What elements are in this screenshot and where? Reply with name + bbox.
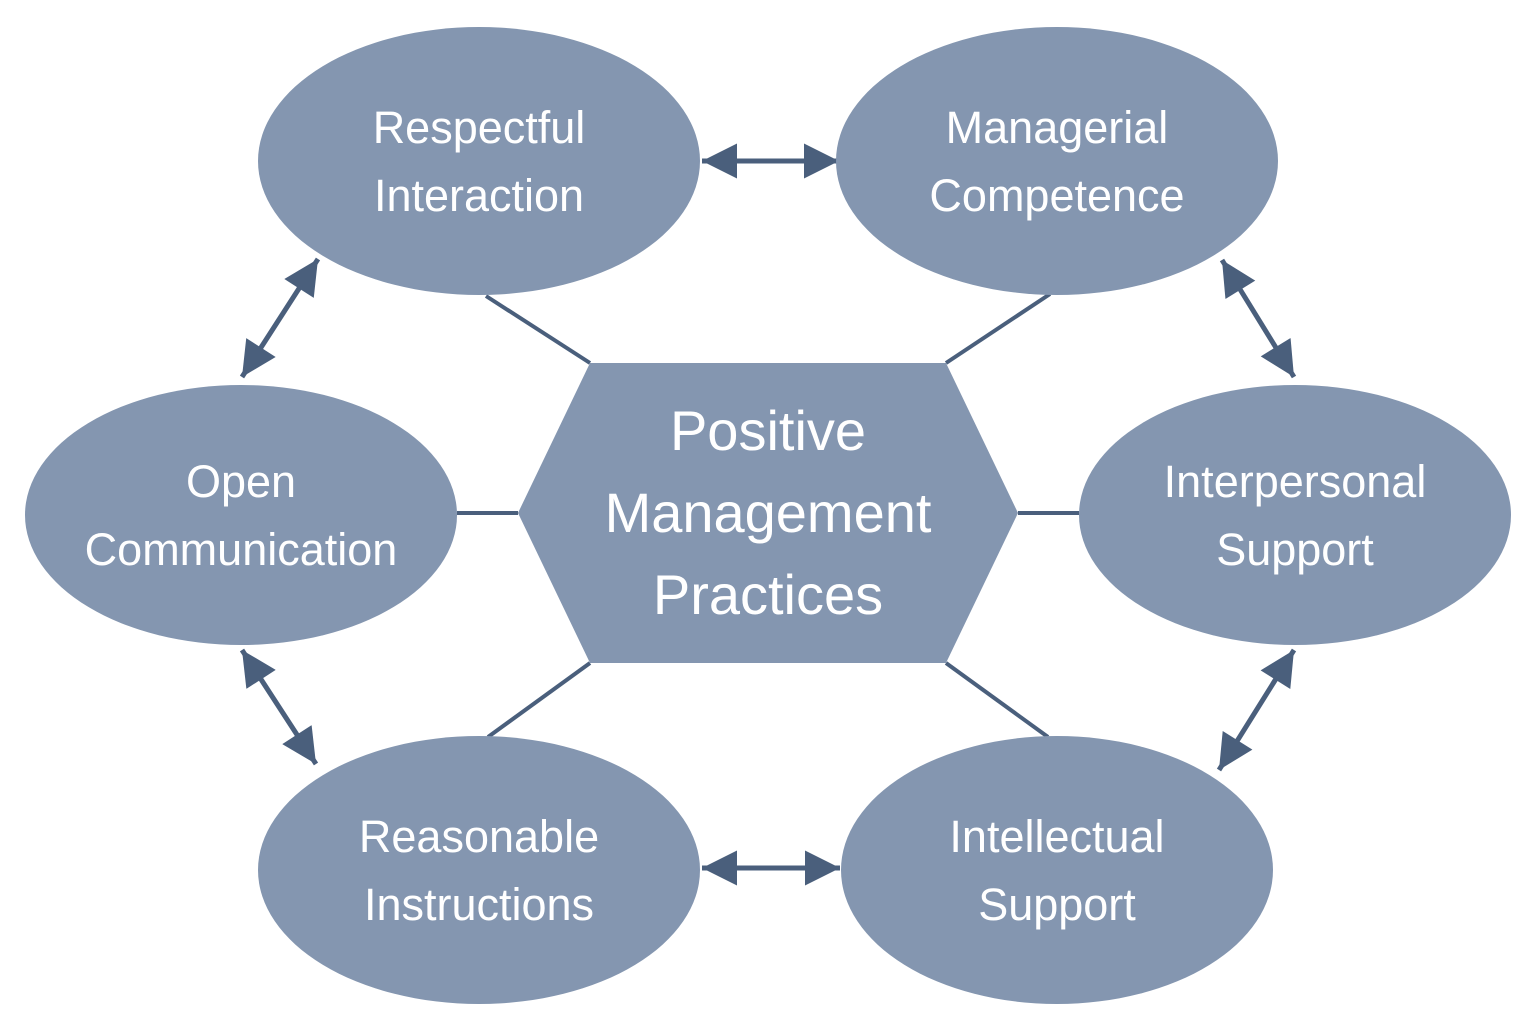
- node-label-line: Support: [1216, 524, 1374, 575]
- ellipse-shape: [258, 736, 700, 1004]
- hub-link-reasonable-instructions: [486, 661, 592, 739]
- node-label-line: Interpersonal: [1164, 456, 1427, 507]
- hub-link-respectful-interaction: [484, 294, 592, 365]
- arrow-interpersonal-intellectual: [1216, 648, 1297, 772]
- node-label-line: Competence: [929, 170, 1184, 221]
- center-label-line: Management: [605, 481, 932, 544]
- center-node-positive-management-practices: Positive Management Practices: [518, 363, 1018, 663]
- center-label-line: Practices: [653, 563, 883, 626]
- center-label-line: Positive: [670, 399, 866, 462]
- ring-arrows: [239, 143, 1297, 886]
- hub-link-managerial-competence: [944, 292, 1052, 365]
- node-open-communication: Open Communication: [25, 385, 457, 645]
- hub-link-intellectual-support: [944, 661, 1050, 739]
- node-interpersonal-support: Interpersonal Support: [1079, 385, 1511, 645]
- node-label-line: Communication: [85, 524, 398, 575]
- node-respectful-interaction: Respectful Interaction: [258, 27, 700, 295]
- hexagon-shape: [518, 363, 1018, 663]
- ellipse-shape: [25, 385, 457, 645]
- node-label-line: Intellectual: [949, 811, 1164, 862]
- node-label-line: Support: [978, 879, 1136, 930]
- hub-connector-lines: [457, 292, 1079, 739]
- node-label-line: Open: [186, 456, 296, 507]
- ellipse-shape: [258, 27, 700, 295]
- node-label-line: Interaction: [374, 170, 584, 221]
- ellipse-shape: [836, 27, 1278, 295]
- node-reasonable-instructions: Reasonable Instructions: [258, 736, 700, 1004]
- node-label-line: Managerial: [946, 102, 1169, 153]
- arrow-managerial-interpersonal: [1219, 258, 1297, 379]
- arrow-open-reasonable: [239, 648, 319, 766]
- ellipse-shape: [841, 736, 1273, 1004]
- node-label-line: Respectful: [373, 102, 586, 153]
- node-label-line: Reasonable: [359, 811, 599, 862]
- node-label-line: Instructions: [364, 879, 594, 930]
- ellipse-shape: [1079, 385, 1511, 645]
- node-intellectual-support: Intellectual Support: [841, 736, 1273, 1004]
- arrow-open-respectful: [239, 257, 321, 379]
- node-managerial-competence: Managerial Competence: [836, 27, 1278, 295]
